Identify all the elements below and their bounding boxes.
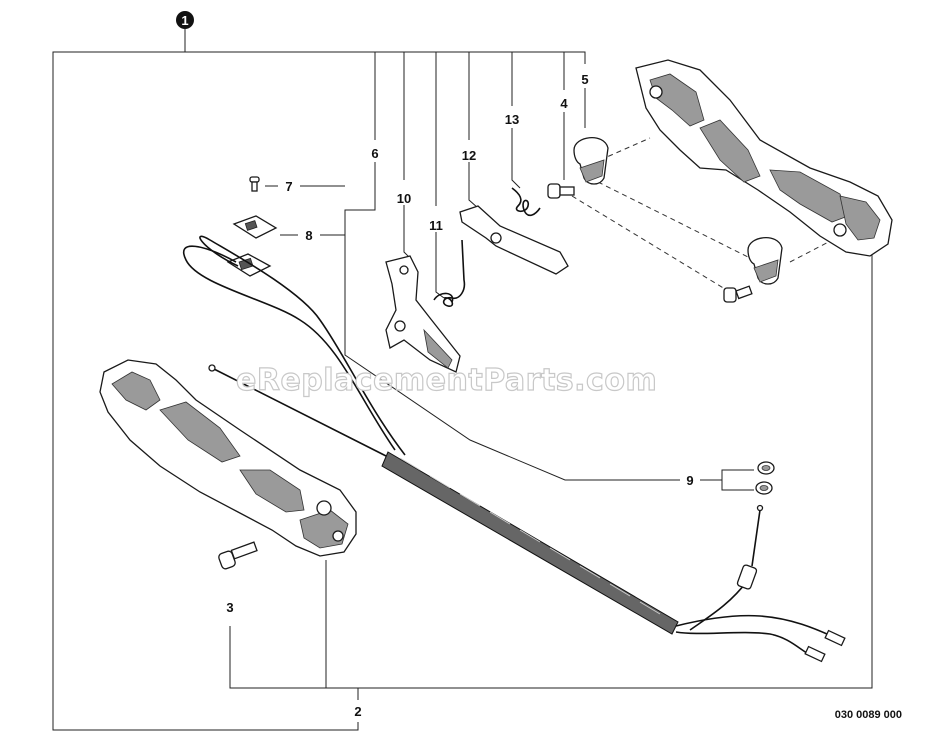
part-spring-13: [511, 187, 541, 217]
assembly-callout-badge: 1: [176, 11, 194, 29]
part-screw-4-upper: [547, 183, 575, 199]
handle-half-left: [99, 359, 357, 557]
throttle-cable: [208, 364, 846, 663]
switch-wires: [183, 235, 406, 456]
part-latch-12: [459, 205, 569, 275]
part-spring-11: [433, 239, 466, 307]
label-part-3: 3: [226, 600, 233, 615]
part-screw-7: [249, 176, 260, 192]
part-screw-4-lower: [723, 285, 753, 303]
label-part-2: 2: [354, 704, 361, 719]
leader-lines: [265, 88, 841, 491]
label-part-12: 12: [462, 148, 476, 163]
label-part-10: 10: [397, 191, 411, 206]
drawing-code: 030 0089 000: [835, 709, 902, 721]
handle-half-right: [635, 59, 893, 257]
label-part-7: 7: [285, 179, 292, 194]
part-clamp-5-upper: [573, 137, 609, 185]
label-part-6: 6: [371, 146, 378, 161]
watermark-text: eReplacementParts.com: [236, 363, 657, 398]
label-part-4: 4: [560, 96, 568, 111]
label-part-5: 5: [581, 72, 588, 87]
label-part-13: 13: [505, 112, 519, 127]
assembly-callout-number: 1: [181, 13, 188, 28]
part-screw-3: [218, 541, 258, 570]
part-throttle-lever-10: [385, 255, 461, 373]
label-part-9: 9: [686, 473, 693, 488]
part-nuts-9: [755, 461, 775, 495]
label-part-8: 8: [305, 228, 312, 243]
assembly-bracket-lines: [52, 28, 873, 731]
part-clamp-5-lower: [747, 237, 783, 285]
label-part-11: 11: [429, 218, 443, 233]
part-switch-8: [226, 215, 278, 277]
